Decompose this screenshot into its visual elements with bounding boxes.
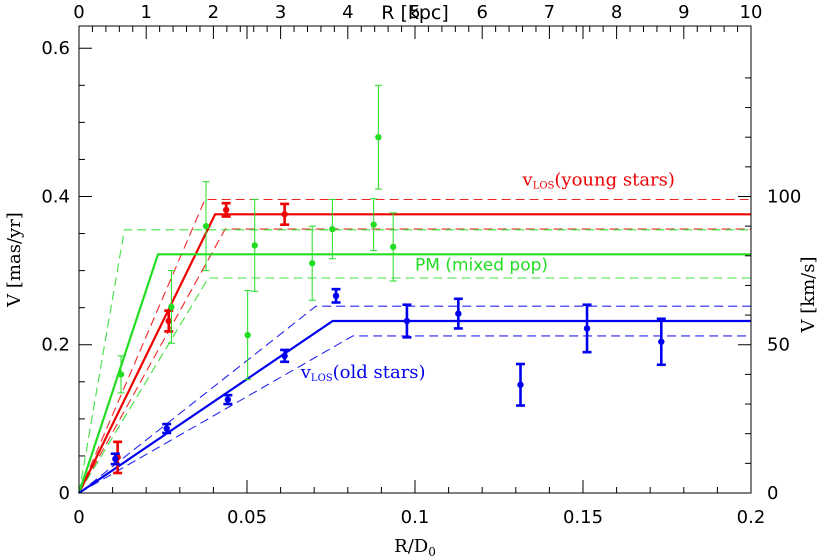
data-marker xyxy=(370,221,377,228)
series-green-model-line xyxy=(77,253,751,494)
series-blue-point xyxy=(656,317,666,367)
xtop-tick-label: 2 xyxy=(208,2,219,23)
y-tick-label: 0.4 xyxy=(41,186,70,207)
data-marker xyxy=(222,206,230,214)
series-blue-point xyxy=(582,303,592,354)
series-red-bound-0 xyxy=(78,198,751,494)
data-marker xyxy=(517,381,524,388)
xtop-tick-label: 4 xyxy=(342,2,353,23)
data-marker xyxy=(117,371,125,378)
x-tick-label: 0.1 xyxy=(401,507,430,528)
annotation-blue: vLOS(old stars) xyxy=(300,362,426,384)
data-marker xyxy=(244,331,251,339)
series-green-bound-0 xyxy=(78,229,751,494)
yright-tick-label: 100 xyxy=(767,186,801,207)
series-green-point xyxy=(167,270,175,344)
series-blue-point xyxy=(516,362,526,407)
yright-tick-label: 50 xyxy=(767,335,790,356)
data-marker xyxy=(281,211,288,218)
series-blue-bound-1 xyxy=(78,335,751,494)
series-green-point xyxy=(308,225,316,301)
data-marker xyxy=(455,310,462,317)
series-green-point xyxy=(389,212,397,282)
xtop-tick-label: 1 xyxy=(140,2,151,23)
data-marker xyxy=(403,317,411,325)
x-tick-label: 0 xyxy=(73,507,84,528)
xtop-tick-label: 6 xyxy=(476,2,487,23)
data-marker xyxy=(163,425,170,432)
xtop-tick-label: 10 xyxy=(740,2,763,23)
data-marker xyxy=(112,455,119,463)
series-green-point xyxy=(202,181,210,272)
data-marker xyxy=(224,396,232,403)
xtop-tick-label: 0 xyxy=(73,2,84,23)
series-blue-point xyxy=(223,393,233,406)
series-blue-model-line xyxy=(78,319,751,494)
data-marker xyxy=(658,338,665,345)
data-marker xyxy=(251,242,258,249)
series-blue-point xyxy=(162,422,172,435)
data-marker xyxy=(583,325,591,332)
data-marker xyxy=(281,352,288,360)
series-green-point xyxy=(244,290,252,381)
x-tick-label: 0.15 xyxy=(563,507,603,528)
x-tick-label: 0.05 xyxy=(227,507,267,528)
annotation-green: PM (mixed pop) xyxy=(415,256,548,276)
series-blue-point xyxy=(280,348,290,364)
y-axis-title-right: V [km/s] xyxy=(798,256,819,333)
series-blue-point xyxy=(110,452,120,466)
series-green-point xyxy=(328,198,336,260)
annotation-red: vLOS(young stars) xyxy=(522,169,675,191)
series-red-point xyxy=(280,202,290,226)
series-green-point xyxy=(370,198,378,252)
series-blue-point xyxy=(453,297,463,330)
y-tick-label: 0.6 xyxy=(41,38,70,59)
series-blue-point xyxy=(402,303,412,339)
data-marker xyxy=(329,225,336,233)
data-marker xyxy=(332,292,340,300)
xtop-tick-label: 8 xyxy=(611,2,622,23)
yright-tick-label: 0 xyxy=(767,483,778,504)
y-axis-title-left: V [mas/yr] xyxy=(4,212,25,308)
series-red-bound-1 xyxy=(78,228,751,494)
y-tick-label: 0.2 xyxy=(41,335,70,356)
xtop-tick-label: 5 xyxy=(409,2,420,23)
series-blue-bound-0 xyxy=(78,305,751,494)
series-green-point xyxy=(117,355,125,394)
series-blue-point xyxy=(331,287,341,304)
series-green-point xyxy=(251,198,259,292)
y-tick-label: 0 xyxy=(59,483,70,504)
data-marker xyxy=(308,260,316,267)
xtop-tick-label: 7 xyxy=(544,2,555,23)
series-green-bound-1 xyxy=(78,277,751,494)
xtop-tick-label: 3 xyxy=(275,2,286,23)
x-axis-title-top: R [kpc] xyxy=(381,2,449,24)
data-marker xyxy=(389,243,397,251)
x-axis-title-bottom: R/D0 xyxy=(394,536,436,558)
series-red-model-line xyxy=(78,213,751,494)
xtop-tick-label: 9 xyxy=(678,2,689,23)
data-marker xyxy=(168,303,175,311)
data-marker xyxy=(165,317,172,325)
data-marker xyxy=(202,222,210,230)
x-tick-label: 0.2 xyxy=(737,507,766,528)
series-green-point xyxy=(374,84,382,190)
series-red-point xyxy=(221,201,231,218)
data-marker xyxy=(375,133,382,141)
